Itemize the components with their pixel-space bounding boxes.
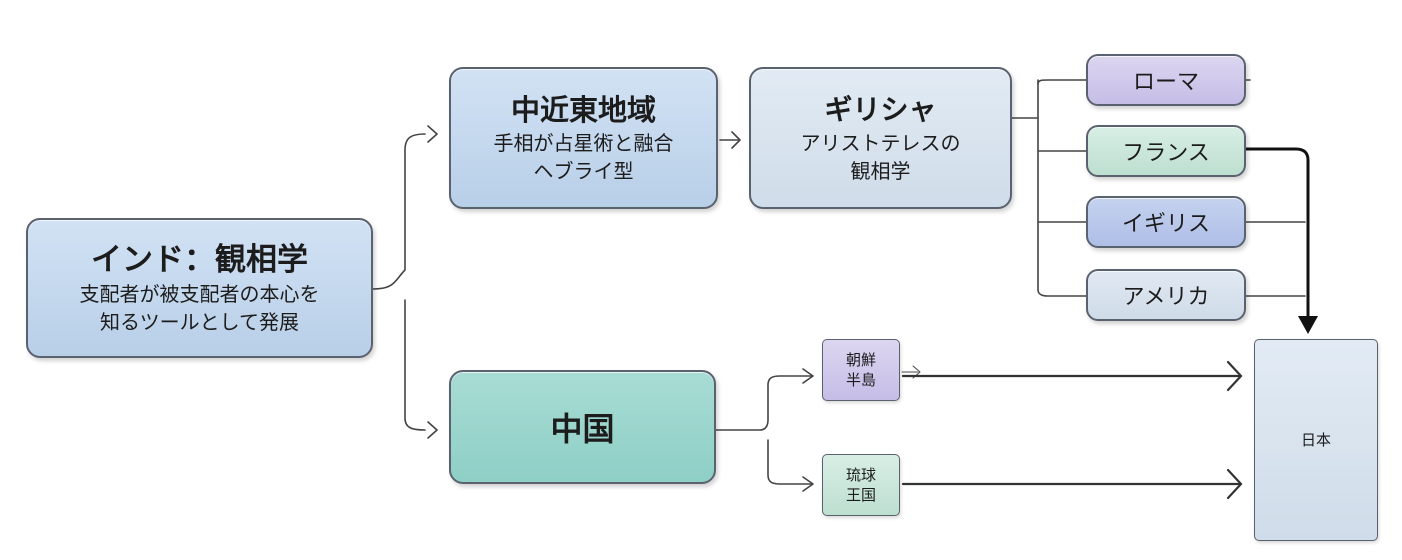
china-box: 中国 — [449, 370, 716, 484]
india-line-2: 知るツールとして発展 — [100, 310, 299, 334]
greece-title: ギリシャ — [824, 93, 937, 126]
korea-line-2: 半島 — [845, 371, 876, 389]
greece-line-2: 観相学 — [850, 159, 911, 183]
india-title: インド：観相学 — [91, 242, 308, 278]
greece-line-1: アリストテレスの — [800, 131, 961, 155]
middle-east-title: 中近東地域 — [510, 93, 656, 127]
america-pill: アメリカ — [1086, 269, 1246, 321]
japan-box: 日本 — [1254, 339, 1378, 541]
france-label: フランス — [1122, 141, 1210, 166]
greece-box: ギリシャ アリストテレスの 観相学 — [749, 67, 1012, 209]
ryukyu-line-2: 王国 — [845, 486, 876, 504]
america-label: アメリカ — [1122, 285, 1210, 310]
rome-pill: ローマ — [1086, 54, 1246, 106]
england-label: イギリス — [1121, 212, 1210, 237]
middle-east-line-2: ヘブライ型 — [533, 159, 634, 183]
korea-line-1: 朝鮮 — [845, 351, 876, 369]
middle-east-line-1: 手相が占星術と融合 — [493, 131, 674, 155]
ryukyu-box: 琉球 王国 — [822, 454, 900, 516]
middle-east-box: 中近東地域 手相が占星術と融合 ヘブライ型 — [449, 67, 718, 209]
china-title: 中国 — [550, 410, 615, 448]
rome-label: ローマ — [1132, 70, 1199, 95]
france-pill: フランス — [1086, 125, 1246, 177]
korea-box: 朝鮮 半島 — [822, 339, 900, 401]
japan-label: 日本 — [1300, 431, 1331, 449]
india-box: インド：観相学 支配者が被支配者の本心を 知るツールとして発展 — [26, 218, 373, 358]
england-pill: イギリス — [1086, 196, 1246, 248]
ryukyu-line-1: 琉球 — [845, 466, 876, 484]
india-line-1: 支配者が被支配者の本心を — [79, 282, 320, 306]
